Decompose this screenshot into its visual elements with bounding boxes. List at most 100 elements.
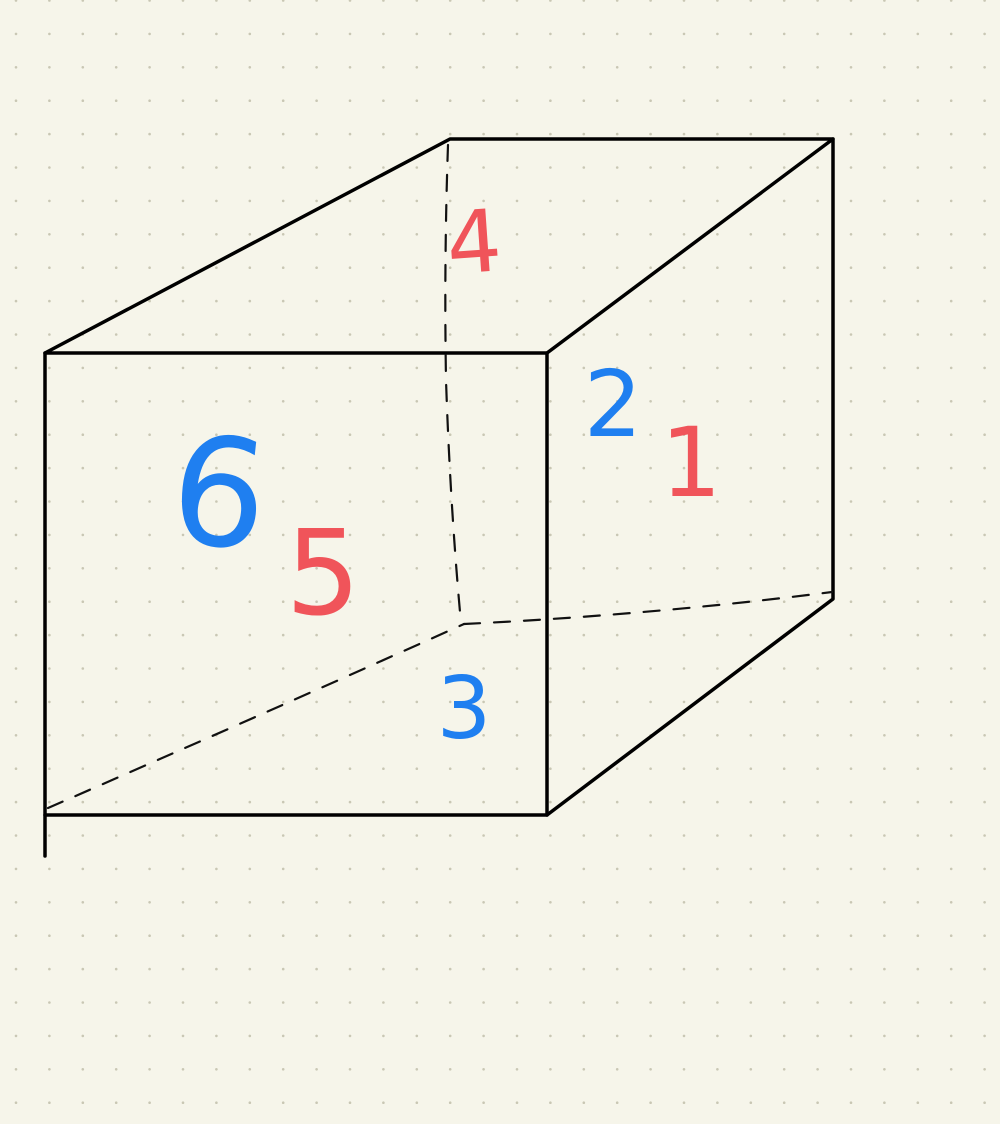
grid-dot [649, 767, 652, 770]
grid-dot [782, 66, 786, 69]
grid-dot [949, 834, 953, 837]
grid-dot [649, 1001, 652, 1004]
grid-dot [148, 466, 151, 470]
grid-dot [281, 400, 285, 403]
grid-dot [983, 299, 986, 303]
grid-dot [348, 667, 352, 670]
grid-dot [849, 667, 853, 670]
grid-dot [549, 32, 552, 36]
grid-dot [549, 967, 552, 971]
grid-dot [48, 901, 51, 904]
grid-dot [949, 1068, 953, 1071]
grid-dot [515, 1068, 519, 1071]
grid-dot [81, 867, 85, 871]
grid-dot [181, 233, 185, 236]
grid-dot [315, 233, 318, 236]
grid-dot [782, 934, 786, 937]
grid-dot [883, 800, 886, 804]
grid-dot [114, 166, 118, 169]
grid-dot [649, 433, 652, 437]
grid-dot [983, 366, 986, 370]
grid-dot [114, 132, 118, 136]
grid-dot [916, 0, 920, 2]
grid-dot [782, 1001, 786, 1004]
grid-dot [749, 266, 753, 270]
grid-dot [916, 500, 920, 503]
grid-dot [482, 466, 485, 470]
grid-dot [949, 934, 953, 937]
grid-dot [883, 633, 886, 637]
grid-dot [148, 533, 151, 537]
grid-dot [916, 299, 920, 303]
grid-dot [883, 66, 886, 69]
grid-dot [816, 734, 819, 737]
grid-dot [382, 867, 385, 871]
grid-dot [582, 567, 586, 570]
grid-dot [749, 433, 753, 437]
grid-dot [515, 166, 519, 169]
grid-dot [215, 901, 218, 904]
grid-dot [716, 867, 719, 871]
grid-dot [582, 600, 586, 603]
grid-dot [382, 967, 385, 971]
grid-dot [148, 867, 151, 871]
cube [43, 137, 835, 858]
grid-dot [949, 800, 953, 804]
grid-dot [114, 800, 118, 804]
grid-dot [415, 366, 419, 370]
grid-dot [114, 600, 118, 603]
grid-dot [615, 633, 619, 637]
grid-dot [949, 500, 953, 503]
grid-dot [582, 533, 586, 537]
grid-dot [181, 433, 185, 437]
grid-dot [148, 1068, 151, 1071]
grid-dot [382, 667, 385, 670]
grid-dot [48, 233, 51, 236]
grid-dot [883, 901, 886, 904]
grid-dot [883, 333, 886, 336]
grid-dot [816, 567, 819, 570]
grid-dot [749, 1001, 753, 1004]
grid-dot [148, 333, 151, 336]
grid-dot [849, 299, 853, 303]
grid-dot [615, 466, 619, 470]
grid-dot [482, 66, 485, 69]
grid-dot [215, 99, 218, 102]
grid-dot [649, 233, 652, 236]
grid-dot [983, 734, 986, 737]
grid-dot [382, 366, 385, 370]
grid-dot [81, 1001, 85, 1004]
grid-dot [716, 333, 719, 336]
grid-dot [883, 132, 886, 136]
grid-dot [883, 1068, 886, 1071]
grid-dot [114, 99, 118, 102]
grid-dot [114, 1101, 118, 1104]
grid-dot [281, 32, 285, 36]
grid-dot [215, 132, 218, 136]
grid-dot [248, 800, 252, 804]
grid-dot [682, 700, 686, 704]
grid-dot [949, 0, 953, 2]
grid-dot [215, 233, 218, 236]
grid-dot [348, 567, 352, 570]
grid-dot [983, 199, 986, 203]
grid-dot [682, 800, 686, 804]
grid-dot [649, 166, 652, 169]
grid-dot [782, 533, 786, 537]
grid-dot [415, 867, 419, 871]
grid-dot [215, 0, 218, 2]
grid-dot [749, 99, 753, 102]
grid-dot [816, 800, 819, 804]
grid-dot [682, 299, 686, 303]
grid-dot [114, 0, 118, 2]
grid-dot [315, 99, 318, 102]
grid-dot [148, 1001, 151, 1004]
grid-dot [816, 400, 819, 403]
grid-dot [749, 466, 753, 470]
grid-dot [983, 66, 986, 69]
grid-dot [48, 967, 51, 971]
grid-dot [916, 466, 920, 470]
grid-dot [682, 333, 686, 336]
grid-dot [883, 567, 886, 570]
grid-dot [181, 633, 185, 637]
